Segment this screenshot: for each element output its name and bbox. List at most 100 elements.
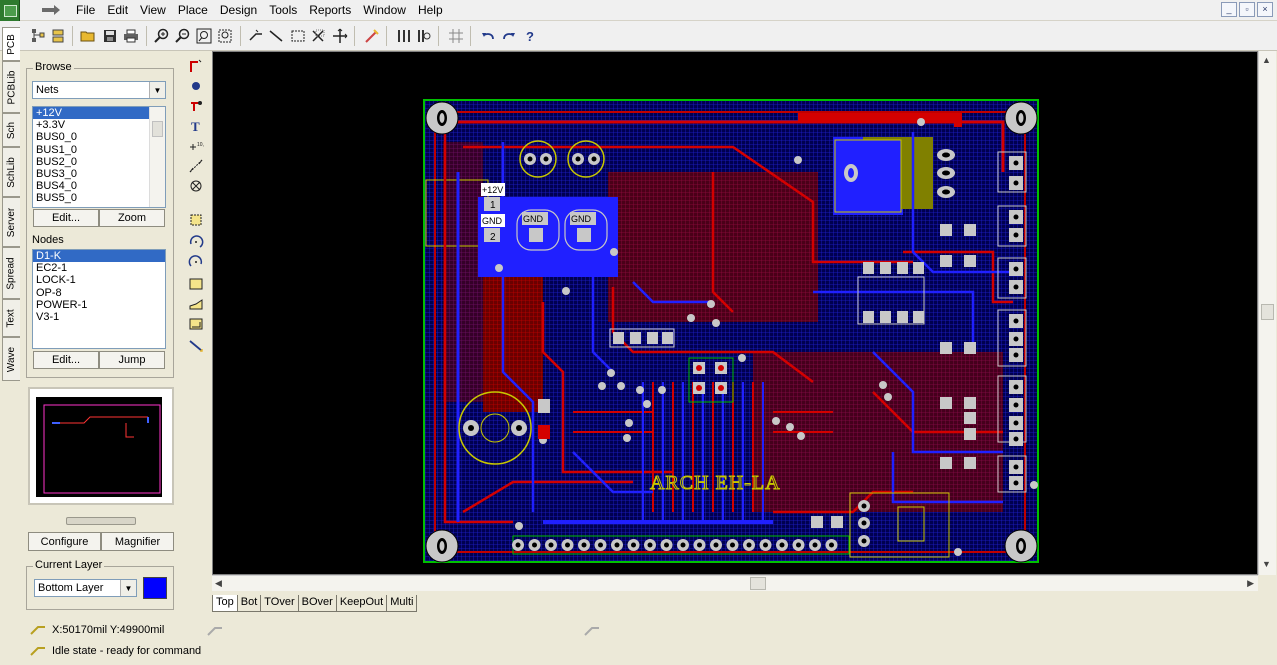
place-room-icon[interactable]	[186, 211, 206, 229]
magnifier-button[interactable]: Magnifier	[101, 532, 174, 551]
tab-spread[interactable]: Spread	[2, 247, 20, 299]
browse-edit-button[interactable]: Edit...	[33, 209, 99, 227]
deselect-icon[interactable]	[308, 26, 328, 46]
tab-wave[interactable]: Wave	[2, 337, 20, 381]
split-plane-icon[interactable]	[186, 315, 206, 333]
open-folder-icon[interactable]	[78, 26, 98, 46]
design-manager-icon[interactable]	[28, 26, 48, 46]
menu-tools[interactable]: Tools	[269, 3, 298, 17]
arc-center-icon[interactable]	[186, 233, 206, 251]
cross-probe-icon[interactable]	[362, 26, 382, 46]
canvas-vertical-scrollbar[interactable]: ▲ ▼	[1258, 51, 1276, 575]
list-item[interactable]: +12V	[33, 107, 165, 120]
nodes-edit-button[interactable]: Edit...	[33, 351, 99, 369]
tab-sch[interactable]: Sch	[2, 113, 20, 147]
list-item[interactable]: +3.3V	[36, 119, 66, 132]
menu-view[interactable]: View	[140, 3, 166, 17]
menu-help[interactable]: Help	[417, 3, 443, 17]
help-icon[interactable]: ?	[520, 26, 540, 46]
chevron-down-icon[interactable]: ▼	[149, 82, 165, 98]
list-item[interactable]: BUS1_0	[36, 143, 77, 156]
scroll-thumb[interactable]	[1261, 304, 1274, 320]
menu-file[interactable]: File	[76, 3, 96, 17]
zoom-out-icon[interactable]	[173, 26, 193, 46]
nodes-list[interactable]: D1-K EC2-1 LOCK-1 OP-8 POWER-1 V3-1	[32, 249, 166, 349]
print-icon[interactable]	[121, 26, 141, 46]
zoom-fit-icon[interactable]	[194, 26, 214, 46]
scroll-right-arrow-icon[interactable]: ▶	[1247, 578, 1254, 588]
restore-button[interactable]: ▫	[1239, 2, 1255, 17]
tab-schlib[interactable]: SchLib	[2, 147, 20, 197]
menu-place[interactable]: Place	[177, 3, 208, 17]
board-minimap[interactable]	[28, 387, 174, 505]
interactive-route-icon[interactable]	[186, 337, 206, 355]
close-button[interactable]: ×	[1257, 2, 1273, 17]
layer-tab-multi[interactable]: Multi	[386, 595, 418, 612]
grid-icon[interactable]	[446, 26, 466, 46]
list-item[interactable]: EC2-1	[36, 262, 68, 275]
scroll-down-arrow-icon[interactable]: ▼	[1262, 559, 1271, 569]
current-layer-select[interactable]: Bottom Layer ▼	[34, 579, 137, 597]
zoom-button[interactable]: Zoom	[99, 209, 165, 227]
scroll-left-arrow-icon[interactable]: ◀	[215, 578, 222, 588]
project-icon[interactable]	[48, 26, 68, 46]
tab-server[interactable]: Server	[2, 197, 20, 247]
jump-button[interactable]: Jump	[99, 351, 165, 369]
move-icon[interactable]	[330, 26, 350, 46]
menu-edit[interactable]: Edit	[107, 3, 129, 17]
layer-tab-keepout[interactable]: KeepOut	[335, 595, 388, 612]
route-icon[interactable]	[246, 26, 266, 46]
arc-edge-icon[interactable]	[186, 253, 206, 271]
undo-icon[interactable]	[478, 26, 498, 46]
list-item[interactable]: D1-K	[33, 250, 165, 263]
scroll-thumb[interactable]	[750, 577, 766, 590]
place-dimension-icon[interactable]	[186, 157, 206, 175]
list-item[interactable]: LOCK-1	[36, 274, 76, 287]
nets-list[interactable]: +12V +3.3V BUS0_0 BUS1_0 BUS2_0 BUS3_0 B…	[32, 106, 166, 208]
chevron-down-icon[interactable]: ▼	[120, 580, 136, 596]
list-item[interactable]: BUS3_0	[36, 167, 77, 180]
menu-design[interactable]: Design	[219, 3, 258, 17]
place-polygon-icon[interactable]	[186, 295, 206, 313]
browse-library-icon[interactable]	[414, 26, 434, 46]
minimize-button[interactable]: _	[1221, 2, 1237, 17]
scroll-up-arrow-icon[interactable]: ▲	[1262, 55, 1271, 65]
layer-color-swatch[interactable]	[143, 577, 167, 599]
list-item[interactable]: BUS4_0	[36, 180, 77, 193]
place-fill-icon[interactable]	[186, 275, 206, 293]
zoom-in-icon[interactable]	[152, 26, 172, 46]
layer-tab-tover[interactable]: TOver	[260, 595, 299, 612]
select-area-icon[interactable]	[288, 26, 308, 46]
layer-tab-top[interactable]: Top	[212, 595, 238, 612]
place-track-icon[interactable]	[186, 57, 206, 75]
place-coordinate-icon[interactable]: 10,10	[186, 137, 206, 155]
menu-arrow-icon[interactable]	[40, 4, 62, 16]
place-string-icon[interactable]: T	[186, 117, 206, 135]
browse-type-select[interactable]: Nets ▼	[32, 81, 166, 99]
tab-pcb[interactable]: PCB	[2, 27, 20, 61]
place-origin-icon[interactable]	[186, 177, 206, 195]
menu-window[interactable]: Window	[363, 3, 406, 17]
menu-reports[interactable]: Reports	[309, 3, 352, 17]
canvas-horizontal-scrollbar[interactable]: ◀ ▶	[212, 575, 1258, 591]
library-icon[interactable]	[394, 26, 414, 46]
pcb-canvas[interactable]: +12V 1 GND 2 GND GND	[212, 51, 1258, 575]
configure-button[interactable]: Configure	[28, 532, 101, 551]
pcb-board[interactable]: +12V 1 GND 2 GND GND	[213, 52, 1259, 576]
redo-icon[interactable]	[499, 26, 519, 46]
line-icon[interactable]	[266, 26, 286, 46]
zoom-area-icon[interactable]	[215, 26, 235, 46]
nets-scrollbar[interactable]	[149, 107, 165, 207]
list-item[interactable]: BUS5_0	[36, 192, 77, 205]
list-item[interactable]: BUS2_0	[36, 155, 77, 168]
layer-tab-bot[interactable]: Bot	[236, 595, 262, 612]
list-item[interactable]: V3-1	[36, 310, 60, 323]
list-item[interactable]: OP-8	[36, 286, 62, 299]
place-pad-icon[interactable]	[186, 77, 206, 95]
list-item[interactable]: POWER-1	[36, 298, 88, 311]
tab-text[interactable]: Text	[2, 299, 20, 337]
layer-tab-bover[interactable]: BOver	[297, 595, 337, 612]
tab-pcblib[interactable]: PCBLib	[2, 61, 20, 113]
place-via-icon[interactable]	[186, 97, 206, 115]
list-item[interactable]: BUS0_0	[36, 131, 77, 144]
